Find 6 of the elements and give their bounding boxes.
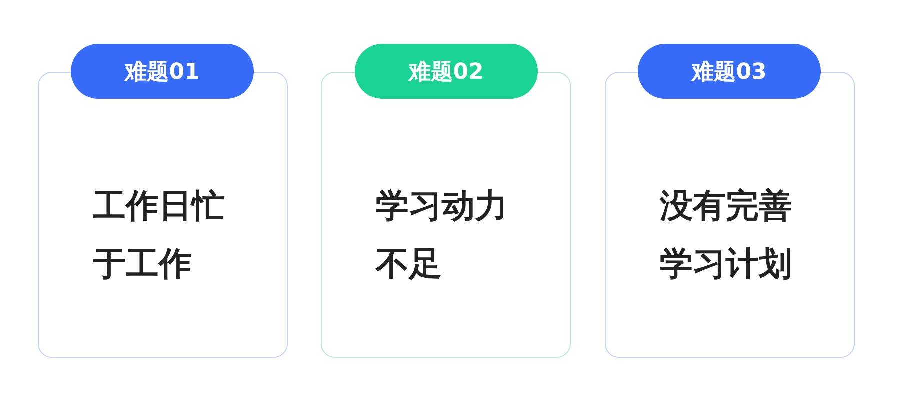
title-badge: 难题03 [638,44,821,99]
card-text: 没有完善学习计划 [660,185,793,285]
title-badge: 难题01 [71,44,254,99]
title-badge: 难题02 [355,44,538,99]
card-text: 工作日忙于工作 [93,185,226,285]
card-text: 学习动力不足 [376,185,509,285]
